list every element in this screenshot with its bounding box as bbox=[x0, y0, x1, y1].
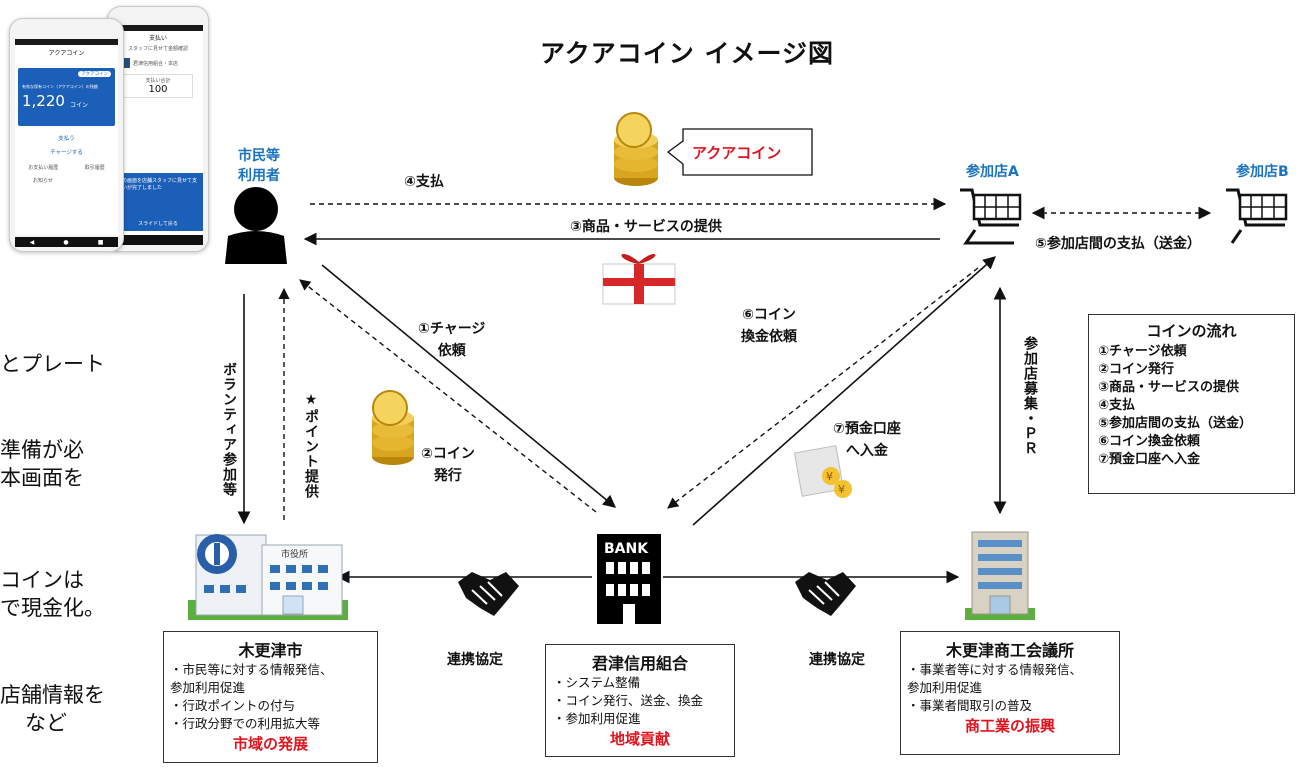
label-exchange-2: 換金依頼 bbox=[741, 329, 797, 345]
diagram-title: アクアコイン イメージ図 bbox=[540, 39, 834, 68]
notice-link[interactable]: お知らせ bbox=[33, 178, 53, 184]
pay-button[interactable]: 支払う bbox=[58, 136, 75, 142]
label-provide: ③商品・サービスの提供 bbox=[570, 219, 722, 235]
left-text-6: 店舗情報を bbox=[0, 683, 105, 707]
label-volunteer: ボランティア参加等 bbox=[221, 362, 237, 497]
coin-flow-legend: コインの流れ ①チャージ依頼 ②コイン発行 ③商品・サービスの提供 ④支払 ⑤参… bbox=[1088, 314, 1295, 494]
label-alliance-right: 連携協定 bbox=[809, 652, 865, 668]
left-text-1: とプレート bbox=[0, 352, 105, 376]
city-line-3: ・行政ポイントの付与 bbox=[170, 698, 296, 713]
chamber-line-2: 参加利用促進 bbox=[907, 680, 983, 695]
left-text-2: 準備が必 bbox=[0, 438, 84, 462]
card-label: 有効な保有コイン（アクアコイン）の残額 bbox=[22, 84, 98, 89]
bank-line-2: ・コイン発行、送金、換金 bbox=[553, 693, 704, 708]
phone-back-header: 支払い bbox=[148, 35, 167, 42]
label-deposit-1: ⑦預金口座 bbox=[833, 421, 901, 437]
phone-status-time: 15:40 bbox=[106, 50, 118, 55]
chamber-footer: 商工業の振興 bbox=[964, 717, 1055, 735]
payment-history-link[interactable]: お支払い履歴 bbox=[28, 165, 59, 171]
shop-b-label: 参加店B bbox=[1236, 164, 1289, 180]
chamber-line-3: ・事業者間取引の普及 bbox=[907, 698, 1033, 713]
phone-back-shop: 君津信用組合・本店 bbox=[133, 60, 179, 67]
chamber-name: 木更津商工会議所 bbox=[945, 641, 1074, 660]
arrow-deposit bbox=[692, 256, 996, 526]
legend-item: ⑦預金口座へ入金 bbox=[1098, 452, 1201, 467]
label-exchange-1: ⑥コイン bbox=[742, 307, 796, 323]
bank-name: 君津信用組合 bbox=[591, 654, 688, 673]
phone-back-footer: この画面を店舗スタッフに見せて支払いが完了しました bbox=[117, 178, 198, 191]
phone-back-sub: スタッフに見せて金額確認 bbox=[127, 46, 188, 52]
city-line-2: 参加利用促進 bbox=[170, 680, 246, 695]
label-recruit: 参加店募集・ＰＲ bbox=[1022, 336, 1038, 456]
phone-front: 15:40 アクアコイン アクアコイン 有効な保有コイン（アクアコイン）の残額 … bbox=[9, 18, 124, 252]
label-point: ★ポイント提供 bbox=[303, 392, 319, 499]
shop-a-label: 参加店A bbox=[966, 164, 1019, 180]
bank-line-3: ・参加利用促進 bbox=[553, 711, 641, 726]
arrow-charge bbox=[321, 264, 616, 508]
charge-button[interactable]: チャージする bbox=[50, 150, 83, 156]
citizen-label-1: 市民等 bbox=[238, 148, 280, 164]
phone-back-swipe: スライドして戻る bbox=[138, 221, 178, 227]
chamber-line-1: ・事業者等に対する情報発信、 bbox=[907, 662, 1083, 677]
citizen-label-2: 利用者 bbox=[238, 168, 280, 184]
arrow-exchange bbox=[667, 267, 979, 509]
city-line-4: ・行政分野での利用拡大等 bbox=[170, 716, 321, 731]
city-box: 木更津市 ・市民等に対する情報発信、 参加利用促進 ・行政ポイントの付与 ・行政… bbox=[163, 631, 378, 763]
legend-item: ③商品・サービスの提供 bbox=[1098, 380, 1240, 395]
chamber-box: 木更津商工会議所 ・事業者等に対する情報発信、 参加利用促進 ・事業者間取引の普… bbox=[900, 631, 1120, 755]
legend-item: ①チャージ依頼 bbox=[1098, 344, 1187, 359]
left-text-4: コインは bbox=[0, 568, 84, 592]
left-text-3: 本画面を bbox=[0, 466, 84, 490]
phone-app-title: アクアコイン bbox=[48, 50, 85, 57]
coin-callout-text: アクアコイン bbox=[692, 144, 782, 162]
card-balance: 1,220 bbox=[22, 92, 65, 110]
label-pay: ④支払 bbox=[404, 174, 444, 190]
label-deposit-2: へ入金 bbox=[845, 443, 888, 459]
city-footer: 市域の発展 bbox=[232, 735, 308, 753]
history-link[interactable]: 取引履歴 bbox=[84, 165, 105, 171]
left-text-7: など bbox=[25, 711, 67, 735]
card-badge: アクアコイン bbox=[78, 71, 111, 77]
bank-box: 君津信用組合 ・システム整備 ・コイン発行、送金、換金 ・参加利用促進 地域貢献 bbox=[545, 644, 735, 757]
left-text-5: で現金化。 bbox=[0, 596, 105, 620]
balance-card[interactable]: アクアコイン 有効な保有コイン（アクアコイン）の残額 1,220 コイン bbox=[18, 68, 115, 126]
legend-item: ④支払 bbox=[1098, 398, 1136, 413]
city-line-1: ・市民等に対する情報発信、 bbox=[170, 662, 333, 677]
phone-back: 支払い スタッフに見せて金額確認 君津信用組合・本店 支払い合計 100 この画… bbox=[107, 6, 209, 252]
phone-back-amount-label: 支払い合計 bbox=[145, 78, 171, 84]
label-charge-2: 依頼 bbox=[437, 343, 466, 359]
label-alliance-left: 連携協定 bbox=[447, 652, 503, 668]
nav-recent-icon[interactable]: ■ bbox=[97, 238, 104, 246]
legend-title: コインの流れ bbox=[1146, 322, 1237, 340]
legend-item: ②コイン発行 bbox=[1098, 362, 1175, 377]
label-issue-1: ②コイン bbox=[421, 446, 475, 462]
phone-back-amount: 100 bbox=[148, 84, 168, 95]
label-interstore: ⑤参加店間の支払（送金） bbox=[1035, 236, 1201, 252]
nav-back-icon[interactable]: ◀ bbox=[29, 238, 35, 246]
label-issue-2: 発行 bbox=[433, 468, 462, 484]
legend-item: ⑤参加店間の支払（送金） bbox=[1098, 416, 1253, 431]
bank-footer: 地域貢献 bbox=[609, 730, 670, 748]
city-name: 木更津市 bbox=[238, 641, 303, 660]
nav-home-icon[interactable]: ● bbox=[63, 238, 69, 246]
legend-item: ⑥コイン換金依頼 bbox=[1098, 434, 1201, 449]
bank-line-1: ・システム整備 bbox=[553, 675, 641, 690]
label-charge-1: ①チャージ bbox=[418, 321, 486, 337]
card-unit: コイン bbox=[70, 102, 89, 109]
